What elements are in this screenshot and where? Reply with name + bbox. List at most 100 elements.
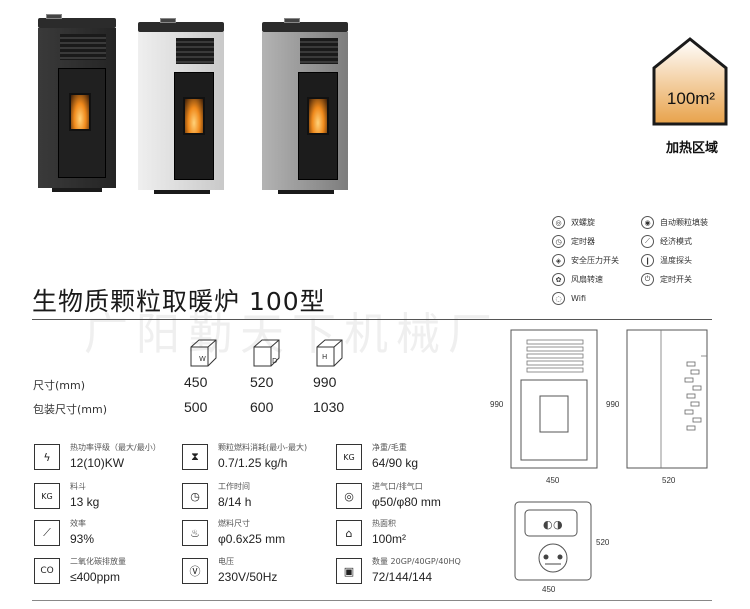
svg-text:◑: ◑ — [553, 518, 563, 531]
spec-value: 8/14 h — [218, 495, 252, 509]
cube-label: D — [272, 357, 277, 365]
hopper-icon: KG — [34, 483, 60, 509]
weight-icon: KG — [336, 444, 362, 470]
twin-screw-icon: ◎ — [552, 216, 565, 229]
spec-value: 72/144/144 — [372, 570, 433, 584]
spec-label: 热功率评级（最大/最小） — [70, 443, 161, 452]
watermark: 广阳勤天下机械厂 — [84, 309, 500, 360]
feature-safety-pressure: ◈ 安全压力开关 — [552, 254, 619, 267]
power-icon: ϟ — [34, 444, 60, 470]
feature-wifi: ◌ Wifi — [552, 292, 586, 305]
width-cube-icon: W — [190, 339, 217, 367]
flame-icon: ♨ — [182, 520, 208, 546]
cube-label: H — [322, 353, 327, 361]
box-icon: ▣ — [336, 558, 362, 584]
spec-label: 二氧化碳排放量 — [70, 557, 126, 566]
size-label: 尺寸(mm) — [33, 379, 86, 392]
vent-icon: ◎ — [336, 483, 362, 509]
spec-hopper: KG 料斗 13 kg — [34, 481, 184, 517]
feature-label: 定时开关 — [660, 275, 692, 284]
spec-value: 13 kg — [70, 495, 100, 509]
spec-fuel-size: ♨ 燃料尺寸 φ0.6x25 mm — [182, 518, 332, 554]
top-depth-label: 520 — [596, 538, 610, 547]
spec-co2-emission: CO 二氧化碳排放量 ≤400ppm — [34, 556, 184, 592]
hourglass-icon: ⧗ — [182, 444, 208, 470]
spec-label: 效率 — [70, 519, 86, 528]
size-height-value: 990 — [313, 374, 337, 390]
temperature-probe-icon: ❙ — [641, 254, 654, 267]
divider — [32, 600, 712, 601]
package-depth-value: 600 — [250, 399, 274, 415]
spec-label: 热面积 — [372, 519, 396, 528]
voltage-icon: Ⓥ — [182, 558, 208, 584]
feature-auto-pellet: ◉ 自动颗粒填装 — [641, 216, 708, 229]
spec-value: 64/90 kg — [372, 456, 419, 470]
spec-value: ≤400ppm — [70, 570, 120, 584]
feature-label: 风扇转速 — [571, 275, 603, 284]
stove-door — [298, 72, 338, 180]
stove-flame-window — [183, 97, 205, 135]
feature-label: 安全压力开关 — [571, 256, 619, 265]
spec-label: 工作时间 — [218, 482, 250, 491]
spec-fuel-consumption: ⧗ 颗粒燃料消耗(最小-最大) 0.7/1.25 kg/h — [182, 442, 332, 478]
spec-thermal-power: ϟ 热功率评级（最大/最小） 12(10)KW — [34, 442, 184, 478]
size-width-value: 450 — [184, 374, 208, 390]
depth-cube-icon: D — [253, 339, 280, 367]
stove-door — [58, 68, 106, 178]
feature-timed-switch: ⏻ 定时开关 — [641, 273, 692, 286]
feature-label: 自动颗粒填装 — [660, 218, 708, 227]
spec-label: 颗粒燃料消耗(最小-最大) — [218, 443, 308, 452]
svg-text:◐: ◐ — [543, 518, 553, 531]
heating-area-value: 100m² — [666, 89, 716, 108]
stove-top — [262, 22, 348, 32]
stove-flame-window — [69, 93, 91, 131]
stove-flame-window — [307, 97, 329, 135]
feature-label: 双螺旋 — [571, 218, 595, 227]
front-view-drawing — [510, 329, 598, 469]
heating-area-house-icon — [652, 37, 728, 126]
side-width-label: 520 — [662, 476, 676, 485]
spec-label: 电压 — [218, 557, 234, 566]
auto-pellet-icon: ◉ — [641, 216, 654, 229]
spec-label: 净重/毛重 — [372, 443, 407, 452]
stove-grille — [176, 38, 214, 64]
fan-speed-icon: ✿ — [552, 273, 565, 286]
feature-fan-speed: ✿ 风扇转速 — [552, 273, 603, 286]
stove-foot — [278, 190, 334, 194]
stove-foot — [154, 190, 210, 194]
spec-label: 进气口/排气口 — [372, 482, 423, 491]
spec-value: 93% — [70, 532, 95, 546]
spec-label: 数量 20GP/40GP/40HQ — [372, 557, 461, 566]
height-cube-icon: H — [316, 339, 343, 367]
spec-voltage: Ⓥ 电压 230V/50Hz — [182, 556, 332, 592]
safety-pressure-icon: ◈ — [552, 254, 565, 267]
spec-value: φ50/φ80 mm — [372, 495, 441, 509]
stove-image-grey — [262, 18, 348, 194]
spec-label: 燃料尺寸 — [218, 519, 250, 528]
side-height-label: 990 — [606, 400, 620, 409]
stove-body — [262, 32, 348, 190]
spec-value: φ0.6x25 mm — [218, 532, 286, 546]
stove-grille — [60, 34, 106, 60]
spec-air-vents: ◎ 进气口/排气口 φ50/φ80 mm — [336, 481, 486, 517]
stove-control-badge — [284, 18, 300, 23]
front-width-label: 450 — [546, 476, 560, 485]
spec-working-time: ◷ 工作时间 8/14 h — [182, 481, 332, 517]
feature-label: Wifi — [571, 294, 586, 303]
stove-image-black — [38, 14, 116, 192]
feature-label: 定时器 — [571, 237, 595, 246]
spec-value: 12(10)KW — [70, 456, 125, 470]
spec-heating-area: ⌂ 热面积 100m² — [336, 518, 486, 554]
spec-value: 230V/50Hz — [218, 570, 278, 584]
efficiency-icon: ⟋ — [34, 520, 60, 546]
wifi-icon: ◌ — [552, 292, 565, 305]
house-icon: ⌂ — [336, 520, 362, 546]
feature-label: 温度探头 — [660, 256, 692, 265]
economy-mode-icon: ⟋ — [641, 235, 654, 248]
spec-weight: KG 净重/毛重 64/90 kg — [336, 442, 486, 478]
timed-switch-icon: ⏻ — [641, 273, 654, 286]
product-title: 生物质颗粒取暖炉 100型 — [32, 287, 326, 316]
stove-body — [38, 28, 116, 188]
feature-label: 经济模式 — [660, 237, 692, 246]
co-icon: CO — [34, 558, 60, 584]
